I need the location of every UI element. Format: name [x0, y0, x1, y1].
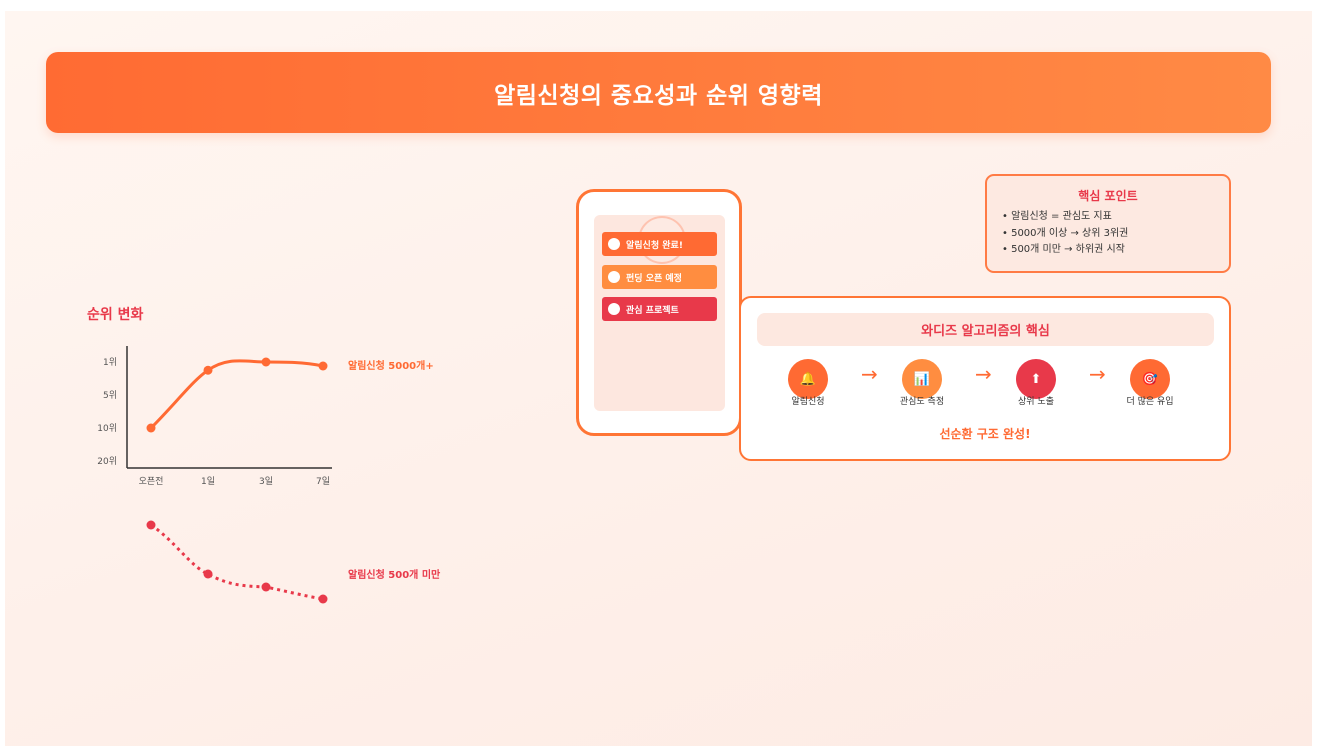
phone-mockup: 알림신청 완료! 펀딩 오픈 예정 관심 프로젝트	[576, 189, 742, 436]
chart-title: 순위 변화	[87, 307, 144, 323]
notification-funding-open[interactable]: 펀딩 오픈 예정	[602, 265, 717, 289]
step-more-inflow: 🎯 더 많은 유입	[1110, 359, 1190, 407]
notification-signup-complete[interactable]: 알림신청 완료!	[602, 232, 717, 256]
series-label-under-500: 알림신청 500개 미만	[348, 568, 441, 581]
series-point-under-500	[146, 520, 156, 530]
notification-dot-icon	[608, 303, 620, 315]
series-point-under-500	[261, 582, 271, 592]
key-point-item: • 500개 미만 → 하위권 시작	[1002, 244, 1125, 255]
y-tick-label: 5위	[103, 390, 117, 401]
notification-label: 관심 프로젝트	[626, 305, 679, 316]
series-point-5000-plus	[261, 357, 271, 367]
x-tick-label: 3일	[259, 476, 273, 487]
series-point-under-500	[318, 594, 328, 604]
notification-label: 알림신청 완료!	[626, 240, 683, 251]
step-measure: 📊 관심도 측정	[882, 359, 962, 407]
x-tick-label: 1일	[201, 476, 215, 487]
step-label: 관심도 측정	[899, 397, 945, 407]
notification-interest-project[interactable]: 관심 프로젝트	[602, 297, 717, 321]
algorithm-title: 와디즈 알고리즘의 핵심	[757, 313, 1214, 346]
flow-arrow-icon: →	[1089, 362, 1106, 386]
series-point-under-500	[203, 569, 213, 579]
series-line-5000-plus	[149, 359, 324, 430]
notification-label: 펀딩 오픈 예정	[626, 273, 682, 284]
series-point-5000-plus	[318, 361, 328, 371]
series-label-5000-plus: 알림신청 5000개+	[348, 359, 434, 372]
bar-chart-icon: 📊	[902, 359, 942, 399]
key-point-item: • 5000개 이상 → 상위 3위권	[1002, 227, 1129, 239]
x-tick-label: 오픈전	[139, 476, 164, 487]
flow-arrow-icon: →	[975, 362, 992, 386]
key-points-list: • 알림신청 = 관심도 지표 • 5000개 이상 → 상위 3위권 • 50…	[1002, 209, 1128, 259]
up-arrow-icon: ⬆	[1016, 359, 1056, 399]
y-tick-label: 10위	[97, 423, 117, 434]
notification-dot-icon	[608, 238, 620, 250]
page-title: 알림신청의 중요성과 순위 영향력	[494, 82, 823, 109]
series-point-5000-plus	[146, 423, 156, 433]
flow-arrow-icon: →	[861, 362, 878, 386]
step-top-exposure: ⬆ 상위 노출	[996, 359, 1076, 407]
target-icon: 🎯	[1130, 359, 1170, 399]
x-tick-label: 7일	[316, 476, 330, 487]
key-points-title: 핵심 포인트	[1078, 189, 1138, 203]
phone-screen: 알림신청 완료! 펀딩 오픈 예정 관심 프로젝트	[594, 215, 725, 411]
key-points-card: 핵심 포인트 • 알림신청 = 관심도 지표 • 5000개 이상 → 상위 3…	[985, 174, 1231, 273]
key-point-item: • 알림신청 = 관심도 지표	[1002, 211, 1112, 222]
step-label: 더 많은 유입	[1126, 397, 1174, 407]
step-label: 상위 노출	[1018, 397, 1054, 407]
y-tick-label: 1위	[103, 357, 117, 368]
series-point-5000-plus	[203, 365, 213, 375]
y-tick-label: 20위	[97, 456, 117, 467]
step-label: 알림신청	[791, 397, 825, 407]
cycle-complete-text: 선순환 구조 완성!	[939, 427, 1031, 441]
notification-dot-icon	[608, 271, 620, 283]
header-banner: 알림신청의 중요성과 순위 영향력	[46, 52, 1271, 133]
series-line-under-500	[150, 523, 324, 601]
algorithm-card: 와디즈 알고리즘의 핵심 🔔 알림신청 → 📊 관심도 측정 → ⬆ 상위 노출…	[739, 296, 1231, 461]
step-signup: 🔔 알림신청	[768, 359, 848, 407]
bell-icon: 🔔	[788, 359, 828, 399]
